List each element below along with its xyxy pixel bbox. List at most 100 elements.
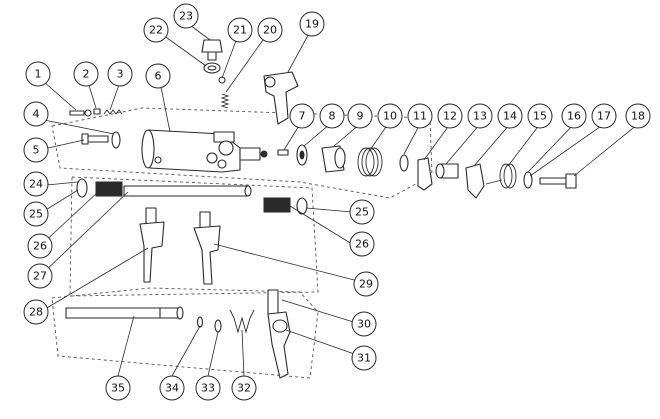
part-27-shaft bbox=[123, 185, 252, 197]
part-14-cam bbox=[465, 163, 485, 199]
svg-text:30: 30 bbox=[357, 318, 371, 331]
svg-text:20: 20 bbox=[263, 24, 277, 37]
svg-text:27: 27 bbox=[33, 270, 47, 283]
part-11-washer bbox=[399, 154, 409, 172]
part-3-spring bbox=[103, 109, 123, 115]
callout-1: 1 bbox=[25, 61, 51, 87]
svg-text:26: 26 bbox=[355, 238, 369, 251]
svg-text:24: 24 bbox=[29, 178, 43, 191]
svg-text:29: 29 bbox=[359, 278, 373, 291]
callout-26-right: 26 bbox=[349, 231, 375, 257]
callout-20: 20 bbox=[257, 17, 283, 43]
svg-text:31: 31 bbox=[357, 352, 371, 365]
callout-21: 21 bbox=[227, 17, 253, 43]
svg-text:25: 25 bbox=[29, 208, 43, 221]
svg-text:16: 16 bbox=[567, 110, 581, 123]
svg-text:7: 7 bbox=[299, 110, 306, 123]
svg-text:17: 17 bbox=[597, 110, 611, 123]
callout-31: 31 bbox=[351, 345, 377, 371]
callout-14: 14 bbox=[497, 103, 523, 129]
part-12-plate bbox=[417, 157, 433, 191]
svg-text:23: 23 bbox=[179, 10, 193, 23]
svg-text:35: 35 bbox=[111, 382, 125, 395]
callout-26-left: 26 bbox=[27, 233, 53, 259]
callout-35: 35 bbox=[105, 375, 131, 401]
part-28-shift-fork bbox=[139, 207, 165, 283]
callout-10: 10 bbox=[377, 103, 403, 129]
part-25-washer-right bbox=[296, 197, 308, 215]
svg-text:26: 26 bbox=[33, 240, 47, 253]
part-17-washer bbox=[523, 171, 533, 189]
part-23-cap-bolt bbox=[201, 39, 223, 61]
part-13-bushing bbox=[435, 163, 459, 179]
svg-text:6: 6 bbox=[155, 70, 162, 83]
callout-30: 30 bbox=[351, 311, 377, 337]
leader-lines bbox=[35, 21, 639, 377]
part-26-spring-right bbox=[263, 197, 291, 213]
svg-text:4: 4 bbox=[33, 108, 40, 121]
svg-text:14: 14 bbox=[503, 110, 517, 123]
callout-25-left: 25 bbox=[23, 201, 49, 227]
part-35-shaft bbox=[65, 306, 184, 320]
part-20-spring bbox=[220, 93, 230, 109]
callout-32: 32 bbox=[231, 375, 257, 401]
callout-29: 29 bbox=[353, 271, 379, 297]
part-8-washer bbox=[296, 144, 308, 166]
part-33-washer bbox=[214, 319, 222, 333]
part-22-washer bbox=[203, 62, 221, 74]
callout-7: 7 bbox=[289, 103, 315, 129]
callout-34: 34 bbox=[159, 375, 185, 401]
part-4-washer bbox=[111, 131, 121, 149]
upper-assembly-box bbox=[51, 107, 433, 199]
part-6-housing bbox=[141, 129, 268, 173]
svg-text:32: 32 bbox=[237, 382, 251, 395]
svg-text:8: 8 bbox=[329, 110, 336, 123]
svg-text:1: 1 bbox=[35, 68, 42, 81]
part-18-bolt bbox=[539, 173, 577, 189]
callout-13: 13 bbox=[467, 103, 493, 129]
part-26-spring-left bbox=[95, 181, 123, 197]
svg-text:13: 13 bbox=[473, 110, 487, 123]
part-32-spring bbox=[229, 309, 255, 334]
callout-24: 24 bbox=[23, 171, 49, 197]
part-34-clip bbox=[196, 316, 204, 328]
part-9-collar bbox=[321, 145, 346, 173]
callout-12: 12 bbox=[437, 103, 463, 129]
callout-27: 27 bbox=[27, 263, 53, 289]
callout-28: 28 bbox=[23, 299, 49, 325]
lower-assembly-box bbox=[51, 287, 319, 379]
callout-bubbles: 1 2 3 4 5 6 7 8 9 10 11 12 13 14 15 16 1… bbox=[23, 3, 651, 401]
callout-22: 22 bbox=[143, 17, 169, 43]
svg-text:15: 15 bbox=[533, 110, 547, 123]
part-2-pin bbox=[93, 108, 101, 115]
shaft-assembly-box bbox=[69, 176, 319, 297]
svg-text:33: 33 bbox=[201, 382, 215, 395]
svg-text:3: 3 bbox=[117, 68, 124, 81]
callout-9: 9 bbox=[347, 103, 373, 129]
callout-18: 18 bbox=[625, 103, 651, 129]
callout-2: 2 bbox=[73, 61, 99, 87]
part-1-screw bbox=[69, 109, 92, 117]
part-5-bolt bbox=[81, 133, 109, 145]
svg-text:11: 11 bbox=[413, 110, 427, 123]
callout-3: 3 bbox=[107, 61, 133, 87]
svg-text:10: 10 bbox=[383, 110, 397, 123]
svg-text:9: 9 bbox=[357, 110, 364, 123]
callout-6: 6 bbox=[145, 63, 171, 89]
part-24-seal bbox=[76, 178, 88, 198]
callout-23: 23 bbox=[173, 3, 199, 29]
callout-15: 15 bbox=[527, 103, 553, 129]
callout-16: 16 bbox=[561, 103, 587, 129]
part-31-lever bbox=[267, 289, 291, 379]
callout-4: 4 bbox=[23, 101, 49, 127]
callout-25-right: 25 bbox=[349, 199, 375, 225]
part-29-shift-fork bbox=[193, 211, 221, 285]
callout-33: 33 bbox=[195, 375, 221, 401]
svg-text:28: 28 bbox=[29, 306, 43, 319]
callout-5: 5 bbox=[23, 137, 49, 163]
svg-text:21: 21 bbox=[233, 24, 247, 37]
part-10-spring bbox=[357, 147, 383, 177]
callout-17: 17 bbox=[591, 103, 617, 129]
svg-text:5: 5 bbox=[33, 144, 40, 157]
